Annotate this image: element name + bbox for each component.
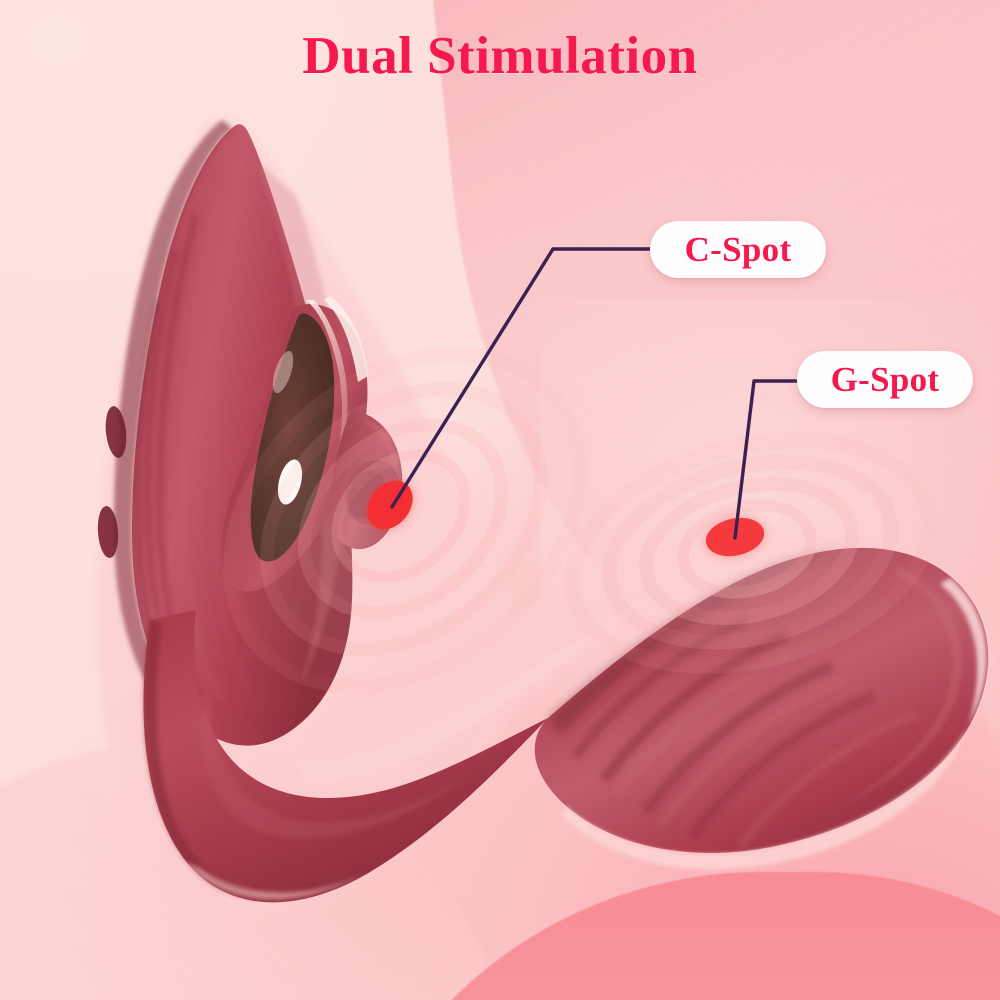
callout-badge-c-spot[interactable]: C-Spot bbox=[650, 221, 826, 278]
page-title: Dual Stimulation bbox=[302, 27, 698, 85]
callout-label-c-spot: C-Spot bbox=[684, 229, 792, 269]
callout-label-g-spot: G-Spot bbox=[830, 359, 940, 399]
suction-gloss-highlight bbox=[277, 459, 303, 505]
callout-badge-g-spot[interactable]: G-Spot bbox=[797, 351, 973, 408]
